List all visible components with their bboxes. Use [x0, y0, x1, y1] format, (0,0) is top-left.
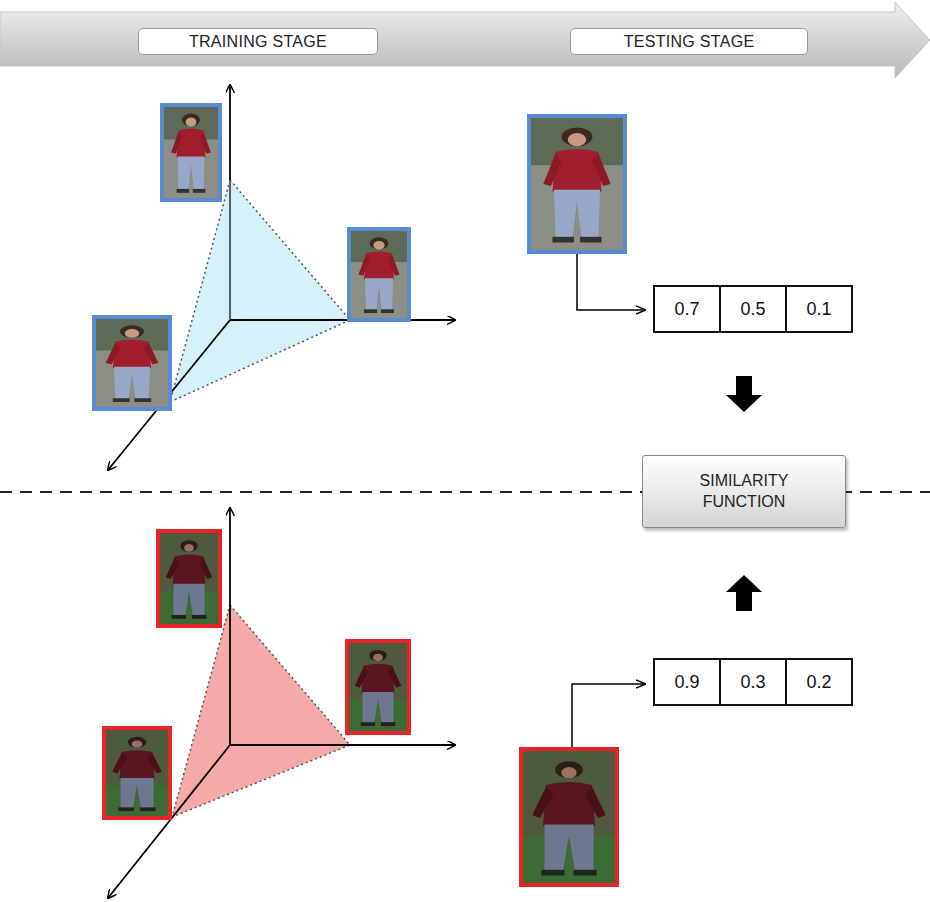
function-box: SIMILARITY FUNCTION	[642, 455, 846, 528]
stage-label: TRAINING STAGE	[138, 28, 378, 55]
node-text: 0.2	[806, 672, 831, 693]
block-arrow	[726, 575, 762, 611]
vector-cell: 0.9	[653, 658, 721, 706]
node-text: TESTING STAGE	[624, 33, 755, 51]
vector-cell: 0.1	[785, 285, 853, 333]
node-text: 0.9	[674, 672, 699, 693]
vector-cell: 0.3	[719, 658, 787, 706]
vector-cell: 0.5	[719, 285, 787, 333]
stage-label: TESTING STAGE	[570, 28, 808, 55]
connector-guide	[744, 333, 753, 376]
node-text: 0.7	[674, 299, 699, 320]
node-text: TRAINING STAGE	[189, 33, 327, 51]
connector-guide	[744, 611, 753, 658]
block-arrow	[726, 376, 762, 412]
node-text: SIMILARITY FUNCTION	[679, 471, 809, 513]
node-text: 0.5	[740, 299, 765, 320]
node-text: 0.3	[740, 672, 765, 693]
vector-cell: 0.7	[653, 285, 721, 333]
node-text: 0.1	[806, 299, 831, 320]
vector-cell: 0.2	[785, 658, 853, 706]
